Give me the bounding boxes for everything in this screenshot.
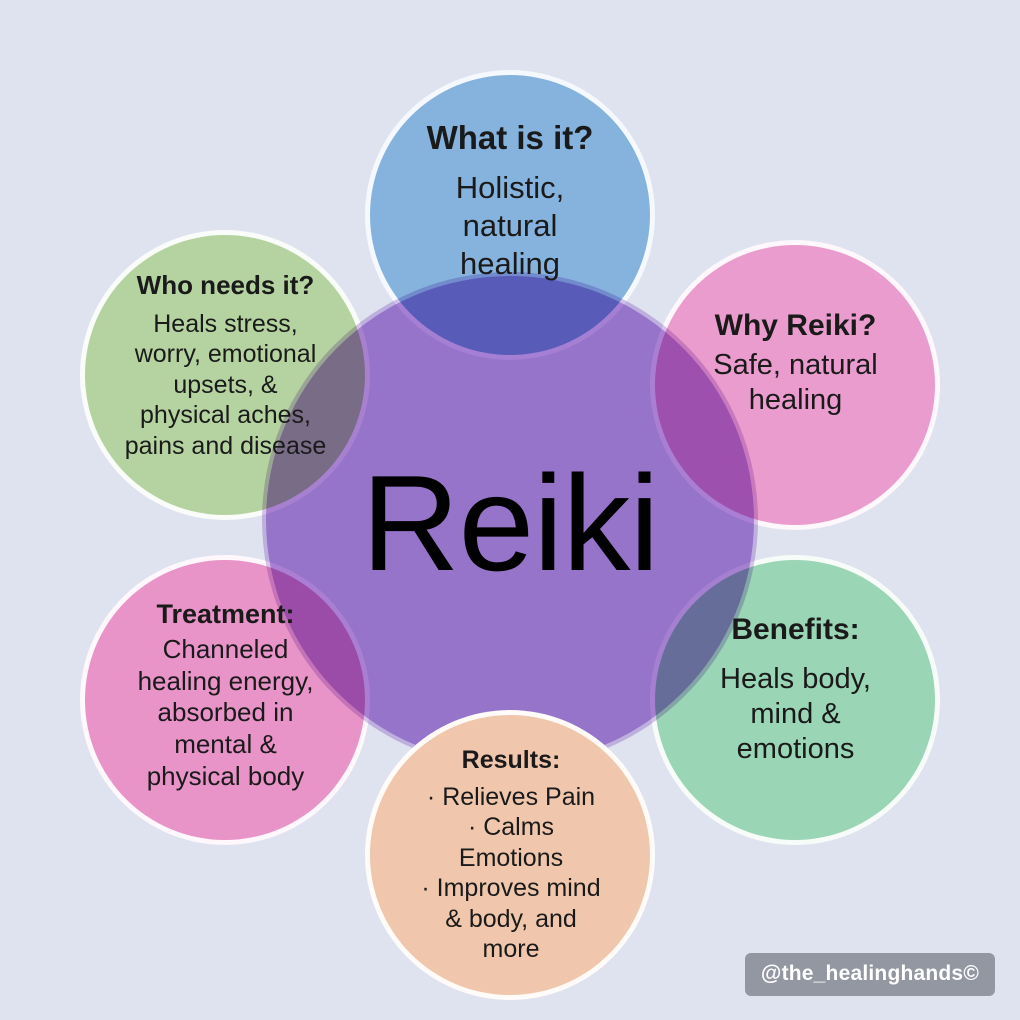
body-treatment-line1: Channeled [162, 633, 289, 664]
body-what-is-it-line2: natural [462, 208, 558, 244]
body-treatment-line5: physical body [146, 760, 305, 791]
body-treatment-line4: mental & [174, 729, 277, 760]
body-who-needs-it-line1: Heals stress, [153, 309, 298, 338]
body-why-reiki-line1: Safe, natural [713, 348, 878, 381]
heading-benefits: Benefits: [731, 613, 860, 646]
label-treatment: Treatment: Channeled healing energy, abs… [88, 598, 363, 793]
heading-treatment: Treatment: [156, 599, 295, 629]
label-why-reiki: Why Reiki? Safe, natural healing [658, 308, 933, 418]
heading-why-reiki: Why Reiki? [714, 309, 877, 342]
body-treatment-line2: healing energy, [137, 665, 314, 696]
body-treatment-line3: absorbed in [157, 697, 294, 728]
watermark-badge: @the_healinghands© [744, 953, 995, 996]
body-results-line4: · Improves mind [421, 874, 601, 902]
body-results-line3: Emotions [458, 843, 564, 872]
body-benefits-line3: emotions [736, 733, 855, 766]
heading-results: Results: [461, 746, 561, 774]
heading-what-is-it: What is it? [426, 119, 594, 156]
body-results-line1: · Relieves Pain [426, 782, 596, 811]
label-who-needs-it: Who needs it? Heals stress, worry, emoti… [88, 270, 363, 461]
heading-who-needs-it: Who needs it? [136, 270, 315, 300]
label-results: Results: · Relieves Pain · Calms Emotion… [380, 745, 642, 965]
body-what-is-it-line3: healing [460, 245, 560, 281]
body-benefits-line2: mind & [750, 697, 841, 730]
page-title: Reiki [361, 447, 659, 599]
body-results-line6: more [482, 935, 540, 963]
body-results-line2: · Calms [467, 813, 555, 841]
circle-reiki-center[interactable] [262, 272, 758, 768]
body-results-line5: & body, and [445, 904, 577, 933]
body-who-needs-it-line5: pains and disease [124, 431, 327, 460]
body-who-needs-it-line2: worry, emotional [134, 340, 317, 369]
label-benefits: Benefits: Heals body, mind & emotions [658, 612, 933, 768]
label-what-is-it: What is it? Holistic, natural healing [365, 118, 655, 283]
body-who-needs-it-line3: upsets, & [173, 370, 278, 399]
body-what-is-it-line1: Holistic, [455, 170, 565, 206]
body-benefits-line1: Heals body, [720, 662, 871, 695]
body-why-reiki-line2: healing [748, 383, 843, 416]
circle-results[interactable] [365, 710, 655, 1000]
body-who-needs-it-line4: physical aches, [140, 401, 311, 430]
